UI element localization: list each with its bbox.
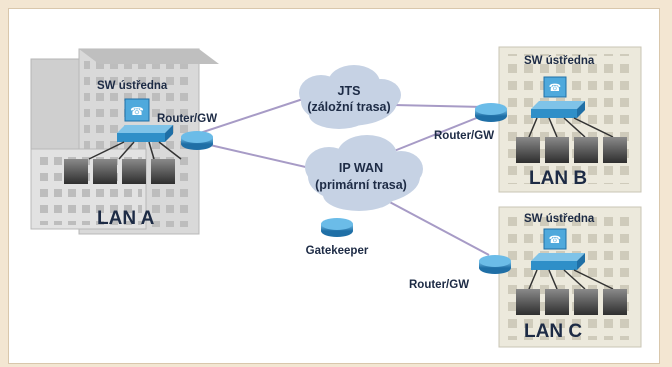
router-label-lan-a: Router/GW	[157, 113, 217, 125]
switch-lan-a	[117, 125, 173, 142]
router-lan-b	[475, 103, 507, 122]
site-name-lan-a: LAN A	[97, 208, 155, 229]
phones-lan-a	[88, 141, 182, 160]
svg-text:☎: ☎	[549, 235, 561, 246]
diagram-frame: ☎ ☎ ☎	[8, 8, 660, 364]
network-diagram: ☎ ☎ ☎	[30, 46, 642, 348]
pbx-icon	[124, 98, 150, 122]
switch-lan-b	[531, 101, 585, 118]
pbx-lan-a: ☎	[124, 98, 150, 122]
router-lan-c	[479, 255, 511, 274]
switch-icon	[117, 125, 173, 133]
gatekeeper-label: Gatekeeper	[306, 245, 369, 257]
link-ipwan-rtrc	[383, 198, 490, 256]
switch-icon	[531, 101, 585, 109]
switch-icon	[531, 253, 585, 261]
router-label-lan-b: Router/GW	[434, 130, 494, 142]
building-lan-b	[498, 46, 642, 193]
cloud-icon	[299, 65, 401, 129]
site-name-lan-c: LAN C	[524, 321, 582, 342]
pbx-lan-b: ☎	[543, 76, 567, 98]
switch-lan-c	[531, 253, 585, 270]
pbx-icon	[543, 228, 567, 250]
svg-text:☎: ☎	[549, 83, 561, 94]
switch-label-lan-b: SW ústředna	[524, 55, 595, 67]
gatekeeper	[321, 218, 353, 237]
ip-phone-icon	[64, 159, 175, 184]
cloud-title-jts: JTS	[338, 84, 361, 98]
ip-phone-icon	[516, 289, 627, 315]
ip-phone-icon	[516, 137, 627, 163]
cloud-icon	[305, 135, 423, 211]
router-label-lan-c: Router/GW	[409, 279, 469, 291]
switch-label-lan-c: SW ústředna	[524, 213, 595, 225]
link-jts-rtrb	[393, 104, 485, 108]
building-lan-c	[498, 206, 642, 348]
link-ipwan-rtrb	[393, 116, 480, 152]
link-lana-jts	[196, 96, 310, 135]
pbx-lan-c: ☎	[543, 228, 567, 250]
cloud-ipwan	[305, 135, 423, 211]
cloud-subtitle-jts: (záložní trasa)	[307, 100, 390, 114]
router-lan-a	[181, 131, 213, 150]
cloud-subtitle-ipwan: (primární trasa)	[315, 178, 407, 192]
pbx-icon	[543, 76, 567, 98]
site-name-lan-b: LAN B	[529, 168, 587, 189]
cloud-jts	[299, 65, 401, 129]
phones-lan-c	[528, 269, 614, 290]
phones-lan-b	[528, 117, 614, 138]
switch-label-lan-a: SW ústředna	[97, 80, 168, 92]
cloud-title-ipwan: IP WAN	[339, 161, 383, 175]
svg-text:☎: ☎	[130, 105, 144, 118]
